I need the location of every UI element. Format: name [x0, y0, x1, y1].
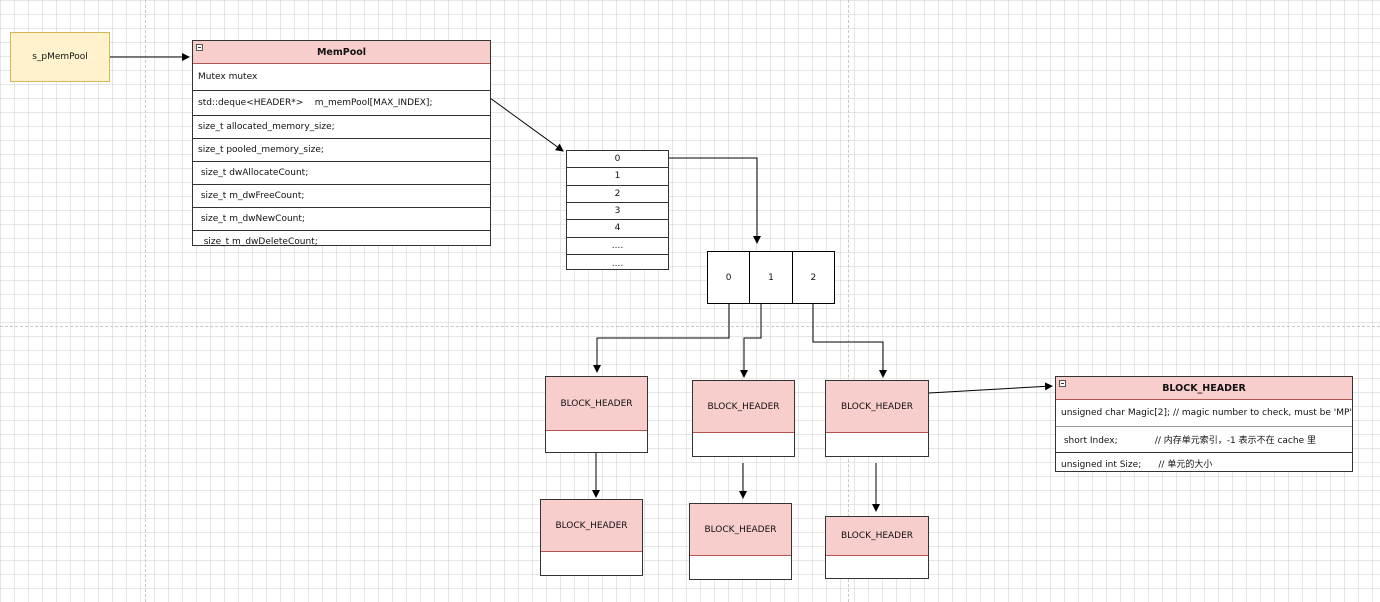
collapse-toggle-icon[interactable] [1059, 380, 1066, 387]
mempool-struct-header[interactable]: MemPool [193, 41, 490, 64]
struct-field: short Index; // 内存单元索引，-1 表示不在 cache 里 [1056, 427, 1352, 453]
block-header-node[interactable]: BLOCK_HEADER [692, 380, 795, 457]
block-header-node[interactable]: BLOCK_HEADER [825, 380, 929, 457]
edge-slot-2-to-block [812, 303, 887, 378]
block-header-label: BLOCK_HEADER [840, 531, 914, 541]
block-header-label: BLOCK_HEADER [840, 401, 914, 412]
struct-field: size_t dwAllocateCount; [193, 162, 490, 185]
block-header-label: BLOCK_HEADER [707, 401, 780, 412]
mempool-struct[interactable]: MemPool Mutex mutex std::deque<HEADER*> … [192, 40, 491, 247]
pointer-label: s_pMemPool [32, 52, 88, 62]
block-header-label: BLOCK_HEADER [555, 520, 628, 531]
edge-block-to-struct [928, 382, 1053, 394]
page-guide-vertical [848, 0, 849, 602]
index-cell[interactable]: 4 [567, 220, 668, 238]
block-header-body [826, 433, 928, 456]
struct-field: unsigned char Magic[2]; // magic number … [1056, 400, 1352, 427]
struct-field: unsigned int Size; // 单元的大小 [1061, 460, 1213, 470]
struct-field: size_t allocated_memory_size; [193, 116, 490, 139]
edge-mempool-to-index-list [489, 97, 564, 152]
deque-index-list[interactable]: 0 1 2 3 4 .... .... [566, 150, 669, 270]
struct-field: size_t pooled_memory_size; [193, 139, 490, 162]
deque-slot[interactable]: 0 [708, 252, 751, 303]
deque-slot-row[interactable]: 0 1 2 [707, 251, 835, 304]
deque-slot[interactable]: 2 [810, 272, 817, 283]
block-header-body [690, 556, 791, 579]
block-header-node[interactable]: BLOCK_HEADER [689, 503, 792, 580]
index-cell[interactable]: 0 [567, 151, 668, 169]
index-cell[interactable]: .... [567, 238, 668, 255]
block-header-body [546, 431, 647, 452]
struct-field: size_t m_dwFreeCount; [193, 185, 490, 208]
index-cell[interactable]: 3 [567, 203, 668, 221]
block-header-body [693, 433, 794, 456]
struct-field: Mutex mutex [193, 64, 490, 91]
block-header-node[interactable]: BLOCK_HEADER [825, 516, 929, 579]
index-cell[interactable]: 1 [567, 168, 668, 186]
block-header-struct[interactable]: BLOCK_HEADER unsigned char Magic[2]; // … [1055, 376, 1353, 472]
edge-slot-0-to-block [593, 303, 730, 373]
page-guide-horizontal [0, 326, 1380, 327]
struct-field: size_t m_dwNewCount; [193, 208, 490, 231]
block-header-label: BLOCK_HEADER [560, 398, 633, 409]
page-guide-vertical [145, 0, 146, 602]
collapse-toggle-icon[interactable] [196, 44, 203, 51]
edge-slot-1-to-block [740, 303, 762, 378]
block-header-struct-title: BLOCK_HEADER [1162, 382, 1246, 394]
block-header-node[interactable]: BLOCK_HEADER [545, 376, 648, 453]
block-header-body [541, 552, 642, 575]
index-cell[interactable]: 2 [567, 186, 668, 203]
mempool-struct-title: MemPool [316, 46, 367, 58]
block-header-label: BLOCK_HEADER [704, 524, 777, 535]
deque-slot[interactable]: 1 [750, 252, 793, 303]
edge-index-0-to-index-row [668, 157, 761, 244]
index-cell[interactable]: .... [611, 258, 624, 269]
block-header-struct-header[interactable]: BLOCK_HEADER [1056, 377, 1352, 400]
struct-field: std::deque<HEADER*> m_memPool[MAX_INDEX]… [193, 91, 490, 116]
struct-field: size_t m_dwDeleteCount; [198, 237, 318, 247]
pointer-node[interactable]: s_pMemPool [10, 32, 110, 82]
block-header-node[interactable]: BLOCK_HEADER [540, 499, 643, 576]
block-header-body [826, 556, 928, 578]
